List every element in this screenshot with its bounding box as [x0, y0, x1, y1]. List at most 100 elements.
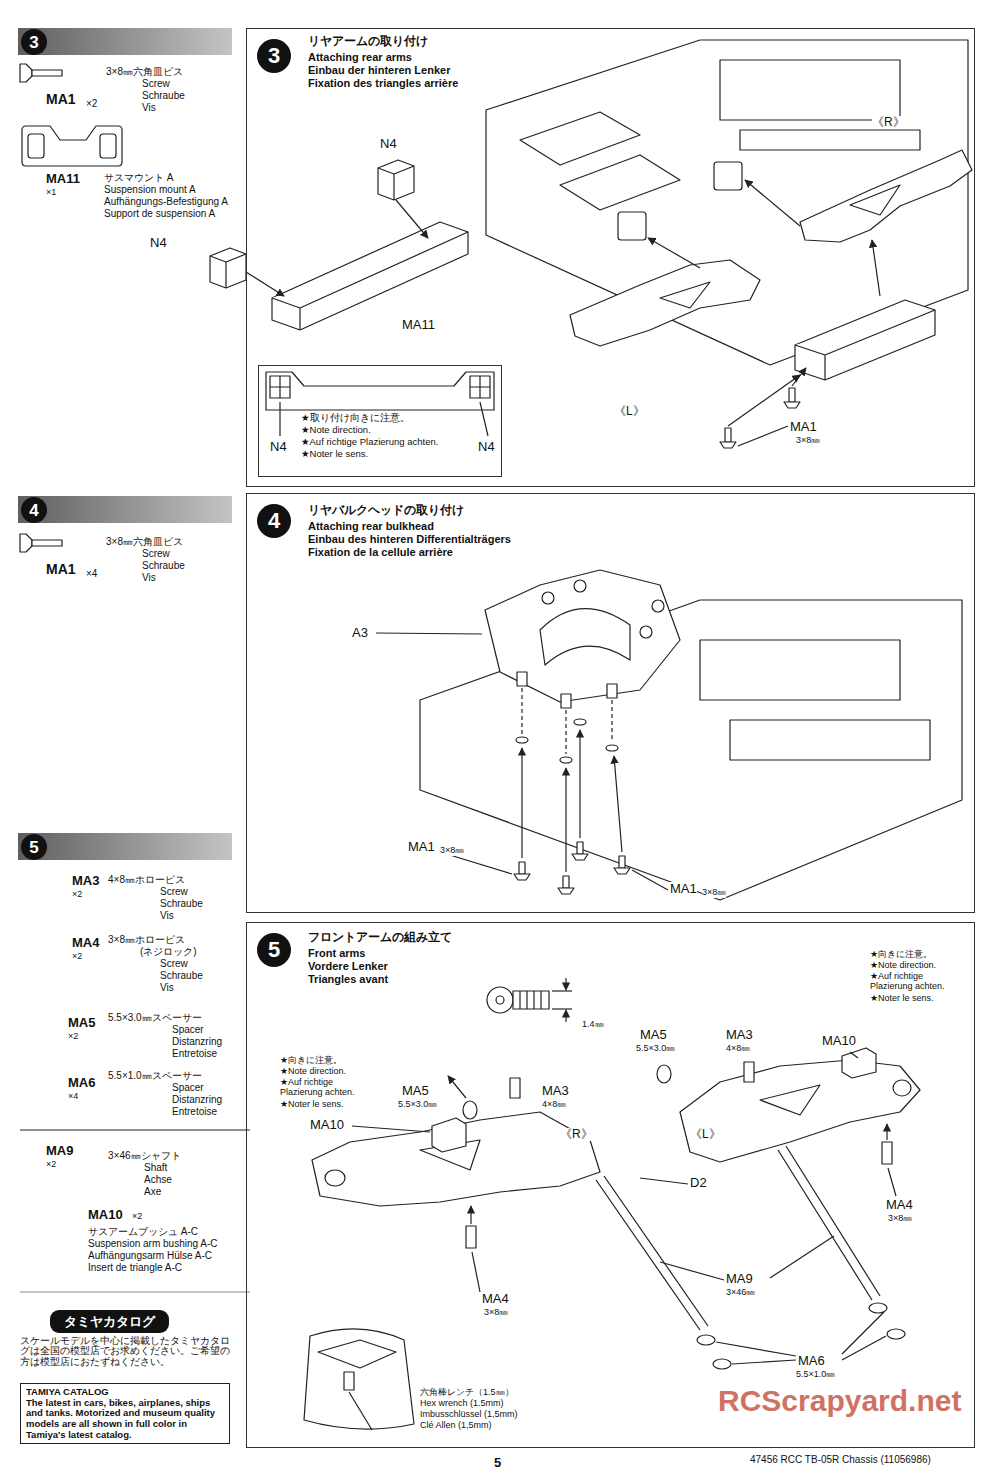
- label-text: 3×8㎜: [888, 1214, 912, 1224]
- label-text: ×2: [68, 1032, 78, 1042]
- panel-title: フロントアームの組み立て: [308, 931, 452, 944]
- label-text: 5.5×1.0㎜: [796, 1370, 835, 1380]
- label-text: Schraube: [160, 898, 203, 909]
- step-panel: フロントアームの組み立てFront armsVordere LenkerTria…: [246, 922, 975, 1448]
- part-label: MA1: [46, 92, 76, 107]
- label-text: ★向きに注意。: [870, 950, 932, 960]
- part-label: N4: [380, 137, 397, 151]
- part-label: N4: [270, 440, 287, 454]
- panel-title: Vordere Lenker: [308, 960, 388, 972]
- label-text: Distanzring: [172, 1094, 222, 1105]
- label-text: ×2: [46, 1160, 56, 1170]
- label-text: ★Noter le sens.: [870, 994, 934, 1004]
- panel-title: Front arms: [308, 947, 365, 959]
- panel-title: Einbau der hinteren Lenker: [308, 64, 450, 76]
- label-text: 1.4㎜: [582, 1020, 604, 1030]
- label-text: 3×8㎜: [702, 888, 726, 898]
- part-label: MA4: [482, 1292, 509, 1306]
- panel-title: Einbau des hinteren Differentialträgers: [308, 533, 511, 545]
- label-text: ×4: [68, 1092, 78, 1102]
- part-label: MA6: [68, 1076, 95, 1090]
- part-label: MA10: [88, 1208, 123, 1222]
- label-text: 3×46㎜: [726, 1288, 755, 1298]
- label-text: Distanzring: [172, 1036, 222, 1047]
- label-text: サスマウント A: [104, 172, 173, 183]
- panel-title: ★Auf richtige Plazierung achten.: [301, 437, 438, 447]
- panel-title: Attaching rear arms: [308, 51, 412, 63]
- step-number: 5: [268, 939, 280, 961]
- label-text: 六角棒レンチ（1.5㎜）: [420, 1388, 514, 1398]
- catalog-box: TAMIYA CATALOGThe latest in cars, bikes,…: [20, 1383, 230, 1444]
- part-label: MA5: [68, 1016, 95, 1030]
- label-text: ×2: [72, 890, 82, 900]
- step-number: 3: [29, 34, 38, 51]
- label-text: Axe: [144, 1186, 161, 1197]
- part-label: D2: [690, 1176, 707, 1190]
- step-badge: 5: [257, 933, 291, 967]
- label-text: ★向きに注意。: [280, 1056, 342, 1066]
- step-badge: 3: [257, 39, 291, 73]
- label-text: Vis: [142, 572, 156, 583]
- label-text: ★Noter le sens.: [280, 1100, 344, 1110]
- label-text: Schraube: [160, 970, 203, 981]
- label-text: 3×8㎜ホローピス: [108, 934, 185, 945]
- part-label: MA1: [790, 420, 817, 434]
- label-text: 4×8㎜ホローピス: [108, 874, 185, 885]
- label-text: Clé Allen (1,5mm): [420, 1421, 492, 1431]
- label-text: ×1: [46, 188, 56, 198]
- label-text: 5.5×3.0㎜: [398, 1100, 437, 1110]
- part-label: MA6: [798, 1354, 825, 1368]
- label-text: Screw: [160, 958, 188, 969]
- part-label: MA9: [46, 1144, 73, 1158]
- label-text: ×4: [86, 568, 97, 579]
- label-text: ★Auf richtige Plazierung achten.: [870, 972, 954, 992]
- part-label: MA9: [726, 1272, 753, 1286]
- label-text: (ネジロック): [140, 946, 197, 957]
- label-text: Vis: [160, 910, 174, 921]
- panel-title: リヤバルクヘッドの取り付け: [308, 504, 464, 517]
- part-label: MA4: [72, 936, 99, 950]
- label-text: サスアームブッシュ A-C: [88, 1226, 198, 1237]
- label-text: Suspension arm bushing A-C: [88, 1238, 218, 1249]
- label-text: Achse: [144, 1174, 172, 1185]
- step-number: 5: [29, 839, 38, 856]
- label-text: Aufhängungs-Befestigung A: [104, 196, 228, 207]
- part-label: A3: [352, 626, 368, 640]
- label-text: 5: [494, 1456, 501, 1470]
- label-text: Shaft: [144, 1162, 167, 1173]
- label-text: 《R》: [560, 1128, 593, 1141]
- label-text: ×2: [72, 952, 82, 962]
- label-text: 5.5×3.0㎜スペーサー: [108, 1012, 202, 1023]
- part-label: N4: [150, 236, 167, 250]
- part-label: MA4: [886, 1198, 913, 1212]
- label-text: 《R》: [872, 116, 905, 129]
- label-text: 4×8㎜: [542, 1100, 566, 1110]
- label-text: Vis: [160, 982, 174, 993]
- catalog-title: タミヤカタログ: [64, 1314, 155, 1329]
- step-badge: 4: [257, 504, 291, 538]
- label-text: 3×8㎜: [796, 436, 820, 446]
- step-number: 3: [268, 45, 280, 67]
- label-text: 3×8㎜: [484, 1308, 508, 1318]
- catalog-heading-text: TAMIYA CATALOG: [26, 1387, 224, 1398]
- label-text: Spacer: [172, 1082, 204, 1093]
- label-text: Entretoise: [172, 1106, 217, 1117]
- label-text: Schraube: [142, 90, 185, 101]
- label-text: Screw: [142, 78, 170, 89]
- label-text: 4×8㎜: [726, 1044, 750, 1054]
- part-label: N4: [478, 440, 495, 454]
- label-text: Screw: [160, 886, 188, 897]
- label-text: 3×46㎜シャフト: [108, 1150, 181, 1161]
- part-label: MA3: [542, 1084, 569, 1098]
- panel-title: ★Note direction.: [301, 425, 371, 435]
- label-text: Entretoise: [172, 1048, 217, 1059]
- label-text: 3×8㎜六角皿ビス: [106, 66, 183, 77]
- label-text: 《L》: [614, 405, 645, 418]
- label-text: Support de suspension A: [104, 208, 215, 219]
- label-text: ★Auf richtige Plazierung achten.: [280, 1078, 364, 1098]
- part-label: MA1: [670, 882, 697, 896]
- step-number: 4: [268, 510, 280, 532]
- step-panel: ★取り付け向きに注意。★Note direction.★Auf richtige…: [258, 365, 502, 477]
- catalog-body: The latest in cars, bikes, airplanes, sh…: [26, 1398, 224, 1441]
- label-text: スケールモデルを中心に掲載したタミヤカタログは全国の模型店でお求めください。ご希…: [20, 1336, 235, 1367]
